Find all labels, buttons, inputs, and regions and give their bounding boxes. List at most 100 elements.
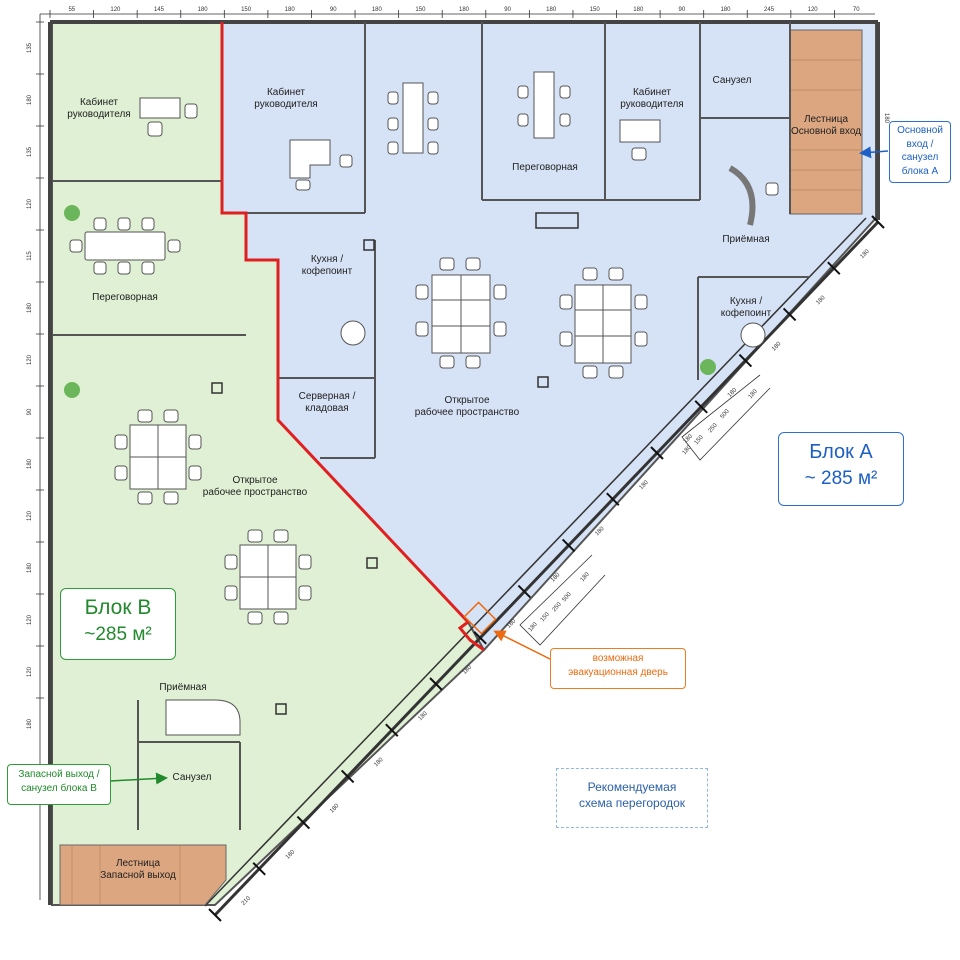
- dimension-left-label: 115: [27, 251, 33, 261]
- step-dimension-label: 180: [528, 621, 539, 633]
- room-label-kitchen: Кухня /кофепоинт: [302, 254, 353, 277]
- facade-mullion: [208, 908, 222, 922]
- facade-dimension-label: 180: [329, 803, 341, 815]
- facade-ticks: [208, 215, 885, 922]
- evac-arrow: [493, 630, 553, 661]
- dimension-top-label: 70: [853, 7, 860, 13]
- step-dimension-label: 150: [694, 434, 705, 446]
- dimension-top-label: 120: [110, 7, 121, 13]
- spare-exit-arrow: [109, 772, 168, 785]
- step-dimension-label: 250: [552, 601, 563, 613]
- dimension-top-label: 90: [330, 7, 337, 13]
- room-label-kitchen-2: Кухня /кофепоинт: [721, 296, 772, 319]
- dimension-left-label: 90: [27, 408, 33, 415]
- callout-line: санузел: [901, 152, 939, 163]
- facade-mullion: [871, 215, 885, 229]
- dimension-top-label: 150: [415, 7, 426, 13]
- facade-mullion: [296, 815, 311, 830]
- dimension-top-label: 180: [546, 7, 557, 13]
- room-label-meeting-room: Переговорная: [92, 292, 158, 303]
- dimension-top-label: 180: [372, 7, 383, 13]
- room-label-meeting-room: Переговорная: [512, 162, 578, 173]
- partition-line: [220, 22, 485, 652]
- dimension-top-label: 150: [241, 7, 252, 13]
- facade-mullion: [385, 723, 399, 737]
- block-b-title: Блок В: [84, 596, 152, 619]
- columns: [211, 212, 579, 715]
- facade-dimension-label: 180: [373, 756, 385, 768]
- dimension-top-label: 180: [285, 7, 296, 13]
- facade-mullion: [650, 446, 664, 460]
- facade-dimension-label: 180: [462, 664, 474, 676]
- facade-dimension-label: 180: [683, 433, 695, 445]
- dimension-top-label: 55: [68, 7, 75, 13]
- dimension-top-label: 150: [590, 7, 601, 13]
- facade-mullion: [340, 769, 355, 784]
- callout-line: возможная: [592, 653, 644, 664]
- step-dimension-label: 180: [682, 444, 693, 456]
- outer-walls: [48, 20, 880, 905]
- dimension-top-label: 245: [764, 7, 775, 13]
- callout-line: эвакуационная дверь: [568, 666, 668, 678]
- dimension-left-label: 180: [27, 302, 33, 313]
- block-a-area: ~ 285 м²: [804, 468, 878, 489]
- dimension-top-label: 90: [504, 7, 511, 13]
- dimension-top-label: 180: [459, 7, 470, 13]
- dimension-top-label: 145: [154, 7, 165, 13]
- facade-mullion: [827, 261, 841, 275]
- step-dimension-label: 250: [708, 422, 719, 434]
- step-dims-lower: [519, 554, 606, 646]
- block-a-title: Блок А: [809, 441, 873, 463]
- block-b-area: ~285 м²: [84, 624, 152, 646]
- main-stairs: [789, 29, 863, 215]
- evac-door-marker: [463, 601, 497, 635]
- facade-mullion: [252, 862, 266, 876]
- facade-mullion: [473, 631, 487, 645]
- facade-mullion: [517, 584, 532, 599]
- right-edge-dimension: 180: [883, 113, 889, 124]
- step-dimension-label: 180: [748, 388, 759, 400]
- facade-mullion: [738, 353, 753, 368]
- room-label-reception: Приёмная: [159, 682, 206, 693]
- callout-line: Основной: [897, 125, 943, 136]
- dimension-left-label: 180: [27, 94, 33, 105]
- callout-line: вход /: [906, 138, 934, 150]
- dimension-left-label: 180: [27, 562, 33, 573]
- room-label-server-room: Серверная /кладовая: [299, 391, 356, 414]
- step-dimension-label: 500: [720, 408, 731, 420]
- facade-mullion: [694, 400, 708, 414]
- dimension-top-label: 180: [198, 7, 209, 13]
- step-dimension-label: 180: [580, 571, 591, 583]
- step-dimension-label: 500: [562, 591, 573, 603]
- block-a-callout: Блок А ~ 285 м²: [778, 432, 904, 506]
- furniture: [69, 71, 779, 736]
- dimension-left-label: 120: [27, 354, 33, 365]
- facade-dimension-label: 180: [285, 849, 297, 861]
- dimension-left-label: 135: [27, 146, 33, 157]
- dimension-left: 1351801351201151801209018012018012012018…: [27, 21, 44, 729]
- room-label-reception: Приёмная: [722, 234, 769, 245]
- evac-door-callout: возможная эвакуационная дверь: [550, 648, 686, 689]
- facade-dimension-label: 180: [815, 294, 827, 306]
- facade-mullion: [429, 677, 443, 691]
- callout-line: санузел блока В: [21, 782, 97, 794]
- facade-dimension-label: 180: [860, 248, 872, 260]
- facade-mullion: [782, 307, 797, 322]
- dimension-top: 55 120 145 180 150 180 90 180 150 180 90 180 150 180 9…: [49, 7, 860, 18]
- dimension-top-label: 120: [808, 7, 819, 13]
- dimension-top-label: 180: [720, 7, 731, 13]
- plant-icons: [64, 205, 716, 398]
- dimension-top-label: 90: [679, 7, 686, 13]
- facade-dimensions: 1801801801801801801801801801801801801801…: [241, 113, 889, 907]
- main-entry-arrow: [859, 146, 889, 159]
- step-dimension-label: 150: [540, 611, 551, 623]
